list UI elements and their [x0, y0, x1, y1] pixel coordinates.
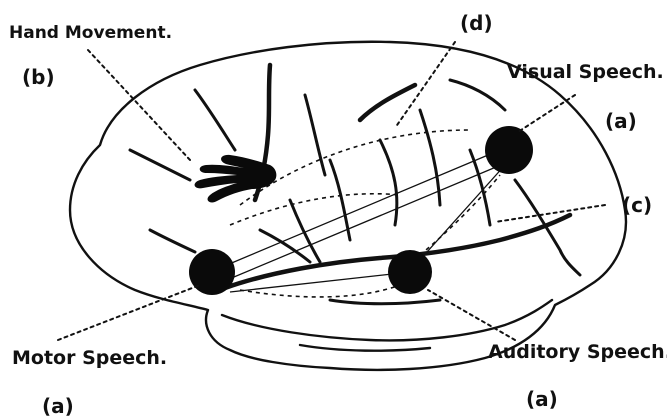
label-d: (d) — [460, 11, 493, 35]
visual-speech-center — [485, 126, 533, 174]
label-a-visual: (a) — [605, 109, 637, 133]
visual-speech-label: Visual Speech. — [507, 61, 664, 83]
brain-outline — [70, 42, 626, 370]
label-c: (c) — [622, 193, 652, 217]
hand-movement-label: Hand Movement. — [9, 23, 172, 43]
association-pathways — [215, 130, 508, 297]
motor-speech-label: Motor Speech. — [12, 347, 167, 369]
motor-speech-center — [189, 249, 235, 295]
label-a-auditory: (a) — [526, 387, 558, 411]
auditory-speech-center — [388, 250, 432, 294]
temporal-lobe-outline — [222, 300, 552, 340]
label-b: (b) — [22, 65, 55, 89]
temporal-lower-fold — [300, 345, 430, 351]
auditory-speech-label: Auditory Speech. — [488, 341, 667, 363]
label-a-motor: (a) — [42, 394, 74, 418]
